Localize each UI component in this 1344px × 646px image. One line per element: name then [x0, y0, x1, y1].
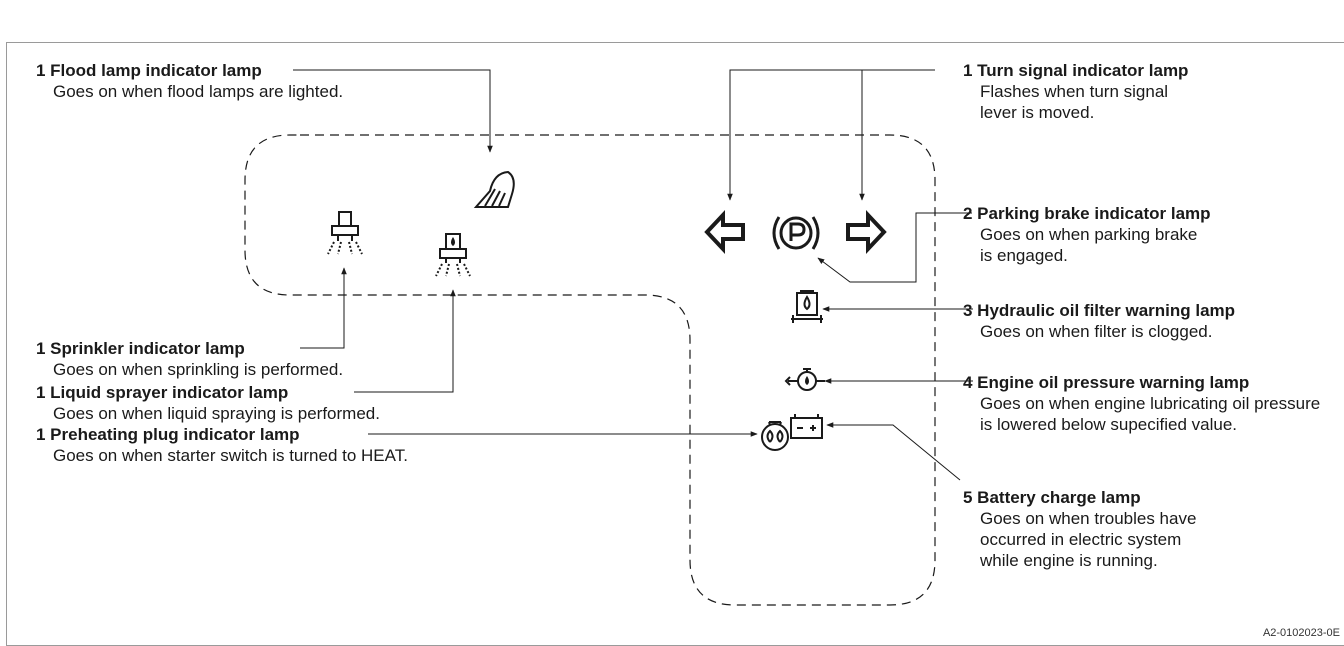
label-title: 1 Liquid sprayer indicator lamp	[36, 383, 289, 402]
label-title: 5 Battery charge lamp	[963, 488, 1141, 507]
battery-charge-label: 5 Battery charge lamp Goes on when troub…	[963, 487, 1313, 571]
label-title: 1 Flood lamp indicator lamp	[36, 61, 262, 80]
sprinkler-leader	[300, 267, 347, 349]
liquid-sprayer-icon	[435, 233, 471, 277]
parking-brake-label: 2 Parking brake indicator lamp Goes on w…	[963, 203, 1313, 266]
label-title: 1 Turn signal indicator lamp	[963, 61, 1189, 80]
label-description: Goes on when flood lamps are lighted.	[53, 82, 344, 101]
battery-leader	[826, 422, 961, 481]
flood-lamp-icon	[473, 170, 515, 208]
hydraulic-filter-icon	[791, 290, 823, 323]
label-title: 4 Engine oil pressure warning lamp	[963, 373, 1250, 392]
label-description: Goes on when sprinkling is performed.	[53, 360, 344, 379]
label-description: Goes on when parking brake is engaged.	[980, 225, 1198, 265]
leader-lines	[293, 69, 973, 481]
glow-plug-icon	[761, 421, 789, 451]
hydraulic-filter-label: 3 Hydraulic oil filter warning lamp Goes…	[963, 300, 1333, 342]
panel-outline	[244, 134, 936, 606]
label-description: Flashes when turn signal lever is moved.	[980, 82, 1169, 122]
sprinkler-label: 1 Sprinkler indicator lamp Goes on when …	[36, 338, 343, 380]
label-description: Goes on when engine lubricating oil pres…	[980, 394, 1321, 434]
battery-icon	[790, 414, 823, 439]
oil-pressure-label: 4 Engine oil pressure warning lamp Goes …	[963, 372, 1338, 435]
parking-brake-icon	[772, 216, 820, 250]
flood-lamp-label: 1 Flood lamp indicator lamp Goes on when…	[36, 60, 343, 102]
liquid-sprayer-label: 1 Liquid sprayer indicator lamp Goes on …	[36, 382, 380, 424]
label-description: Goes on when liquid spraying is performe…	[53, 404, 380, 423]
turn-leader-left	[727, 69, 935, 201]
turn-signal-label: 1 Turn signal indicator lamp Flashes whe…	[963, 60, 1313, 123]
label-description: Goes on when troubles have occurred in e…	[980, 509, 1197, 570]
turn-right-arrow-icon	[846, 209, 887, 255]
label-description: Goes on when filter is clogged.	[980, 322, 1213, 341]
preheating-label: 1 Preheating plug indicator lamp Goes on…	[36, 424, 408, 466]
flood-leader	[293, 69, 493, 153]
label-title: 3 Hydraulic oil filter warning lamp	[963, 301, 1236, 320]
reference-code: A2-0102023-0E	[1262, 627, 1340, 639]
label-description: Goes on when starter switch is turned to…	[53, 446, 408, 465]
label-title: 1 Preheating plug indicator lamp	[36, 425, 300, 444]
sprayer-leader	[354, 289, 456, 393]
oil-pressure-icon	[784, 368, 825, 391]
sprinkler-icon	[327, 211, 363, 255]
label-title: 1 Sprinkler indicator lamp	[36, 339, 245, 358]
turn-left-arrow-icon	[704, 209, 745, 255]
parking-leader	[817, 212, 972, 283]
label-title: 2 Parking brake indicator lamp	[963, 204, 1211, 223]
